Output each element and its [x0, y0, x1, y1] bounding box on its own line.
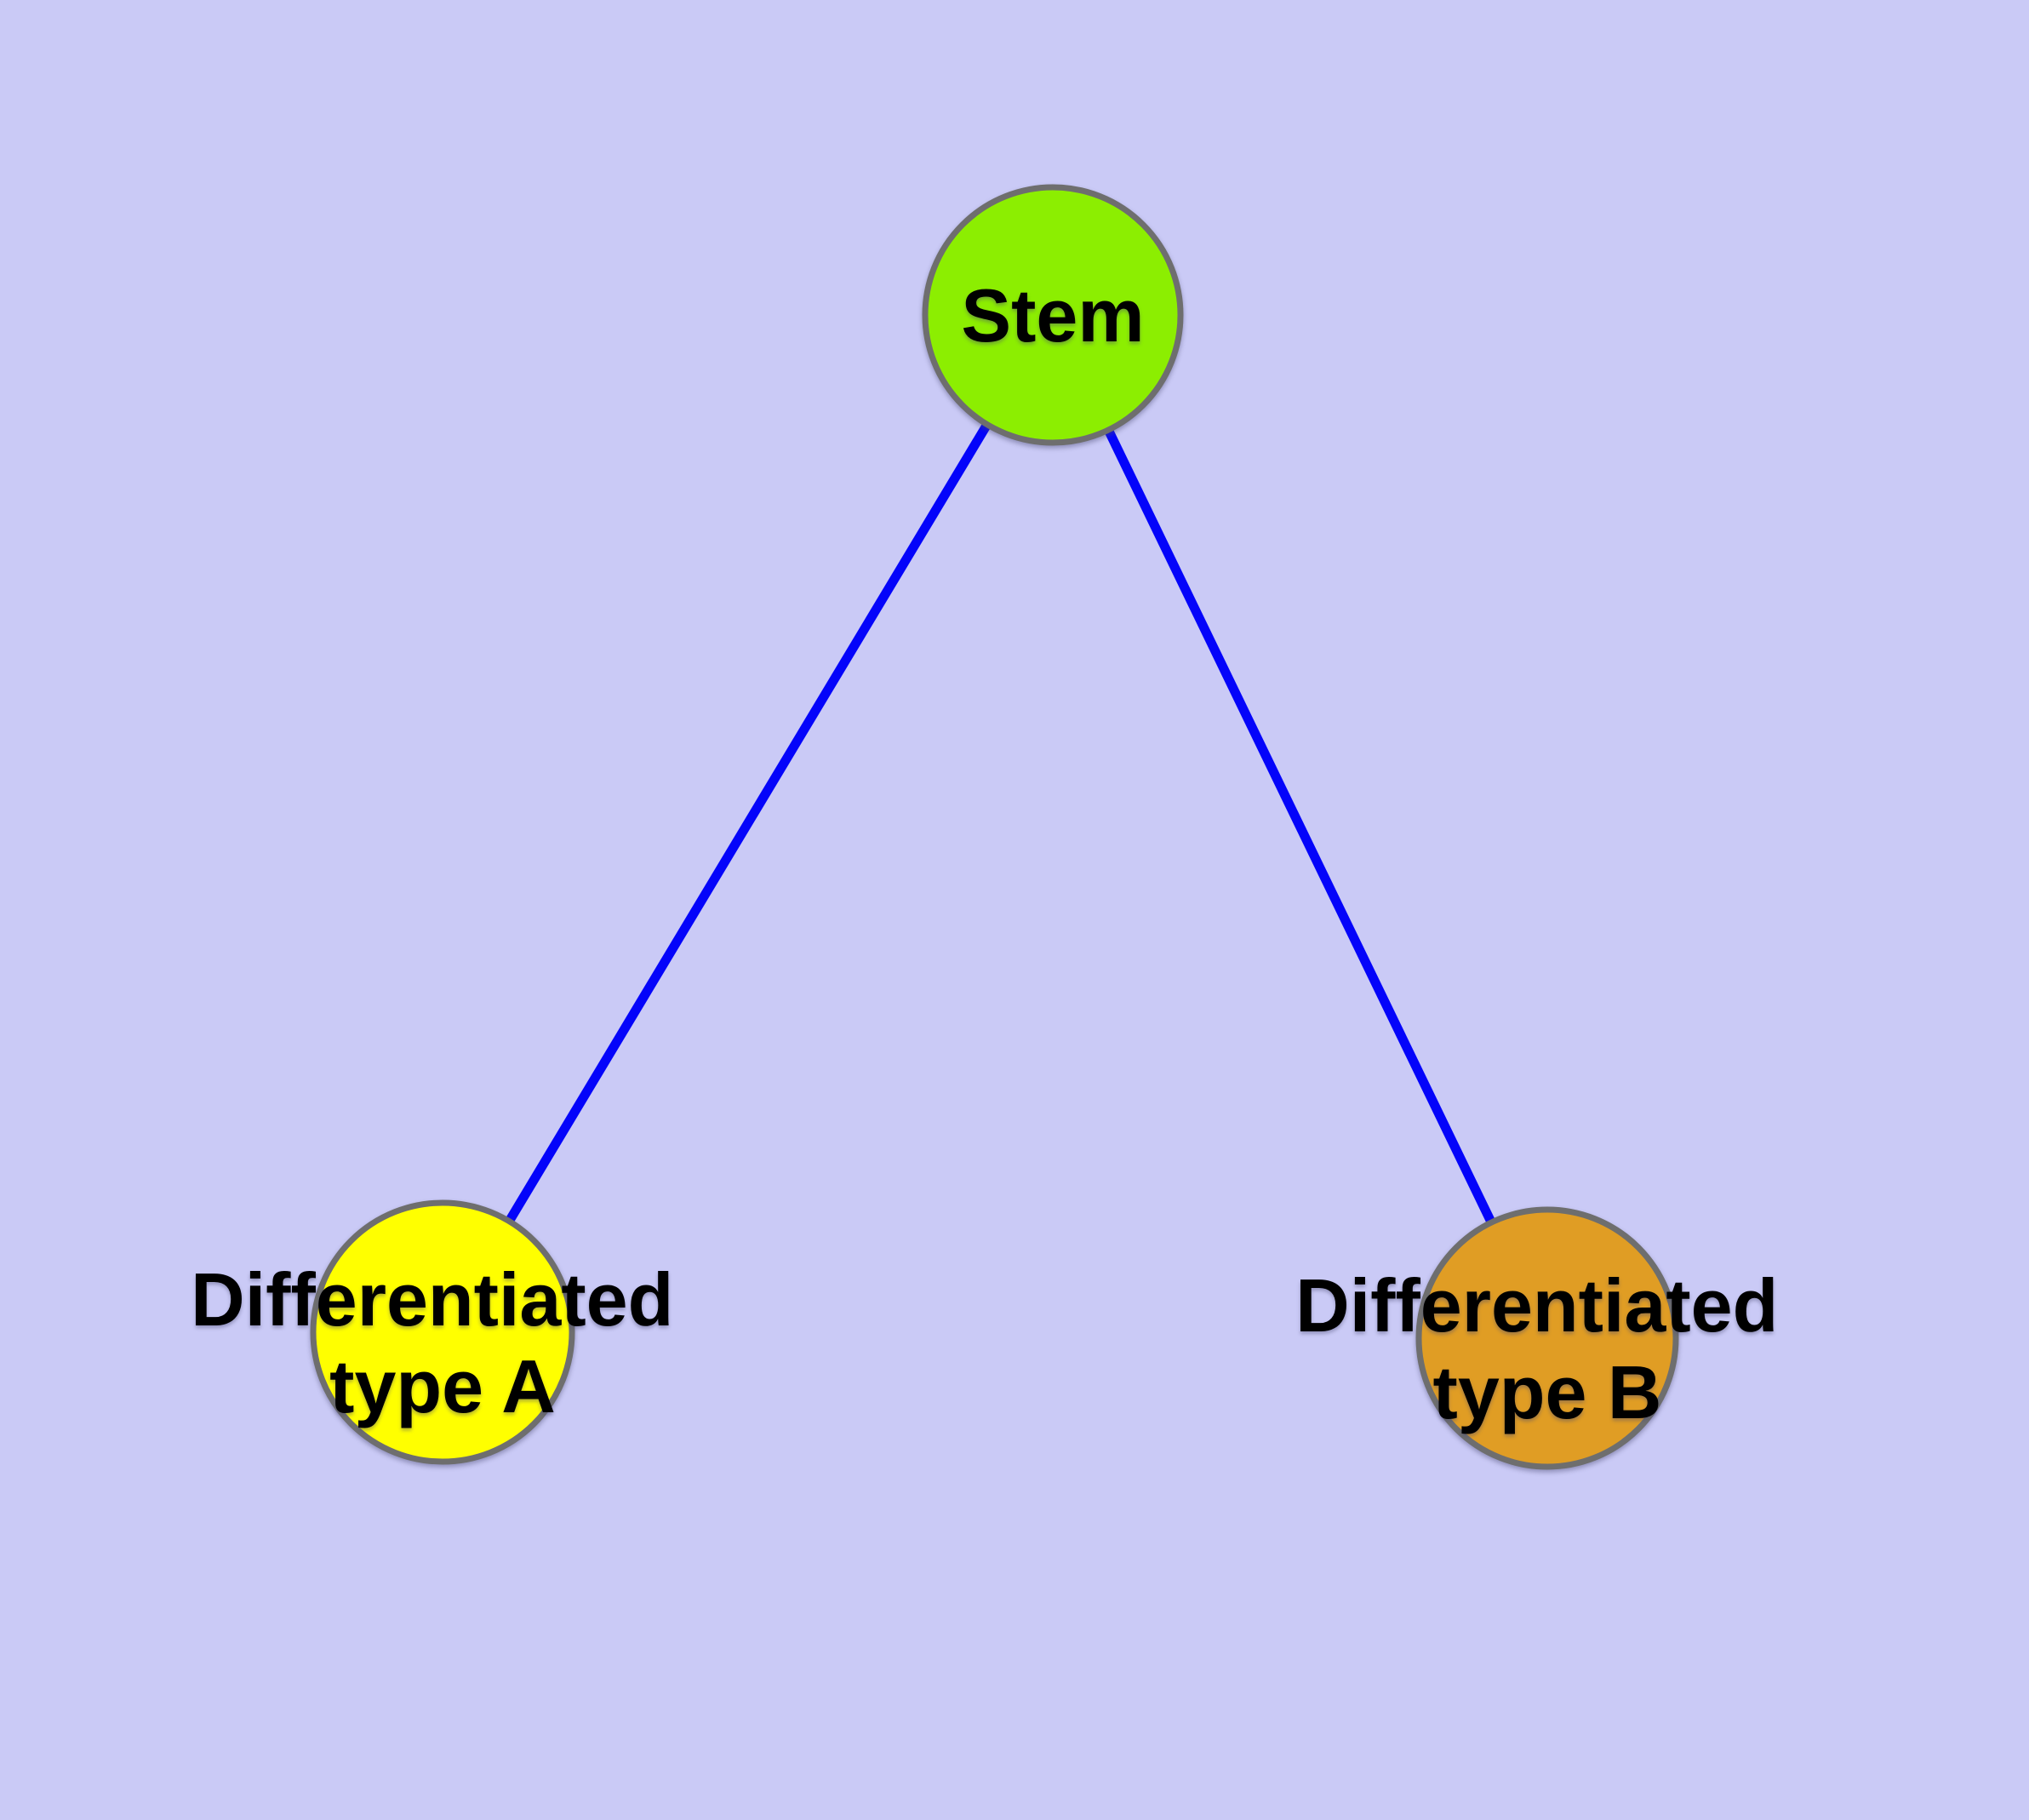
edge-stem-to-type-b	[1049, 312, 1552, 1341]
node-type-a-label-line2: type A	[329, 1344, 556, 1428]
node-type-b-label: Differentiated type B	[1295, 1263, 1799, 1434]
node-type-b: Differentiated type B	[1295, 1206, 1799, 1470]
node-type-b-label-line2: type B	[1433, 1350, 1662, 1434]
node-type-a-label: Differentiated type A	[191, 1257, 694, 1428]
node-type-a-circle	[310, 1199, 575, 1465]
node-type-a-label-line1: Differentiated	[191, 1257, 673, 1342]
edge-stem-to-type-a	[438, 312, 1057, 1335]
node-stem-label: Stem	[961, 273, 1144, 358]
node-type-b-label-line1: Differentiated	[1295, 1263, 1778, 1348]
node-type-b-circle	[1415, 1206, 1679, 1470]
node-stem: Stem	[922, 184, 1184, 446]
node-stem-circle	[922, 184, 1184, 446]
node-type-a: Differentiated type A	[191, 1199, 694, 1465]
